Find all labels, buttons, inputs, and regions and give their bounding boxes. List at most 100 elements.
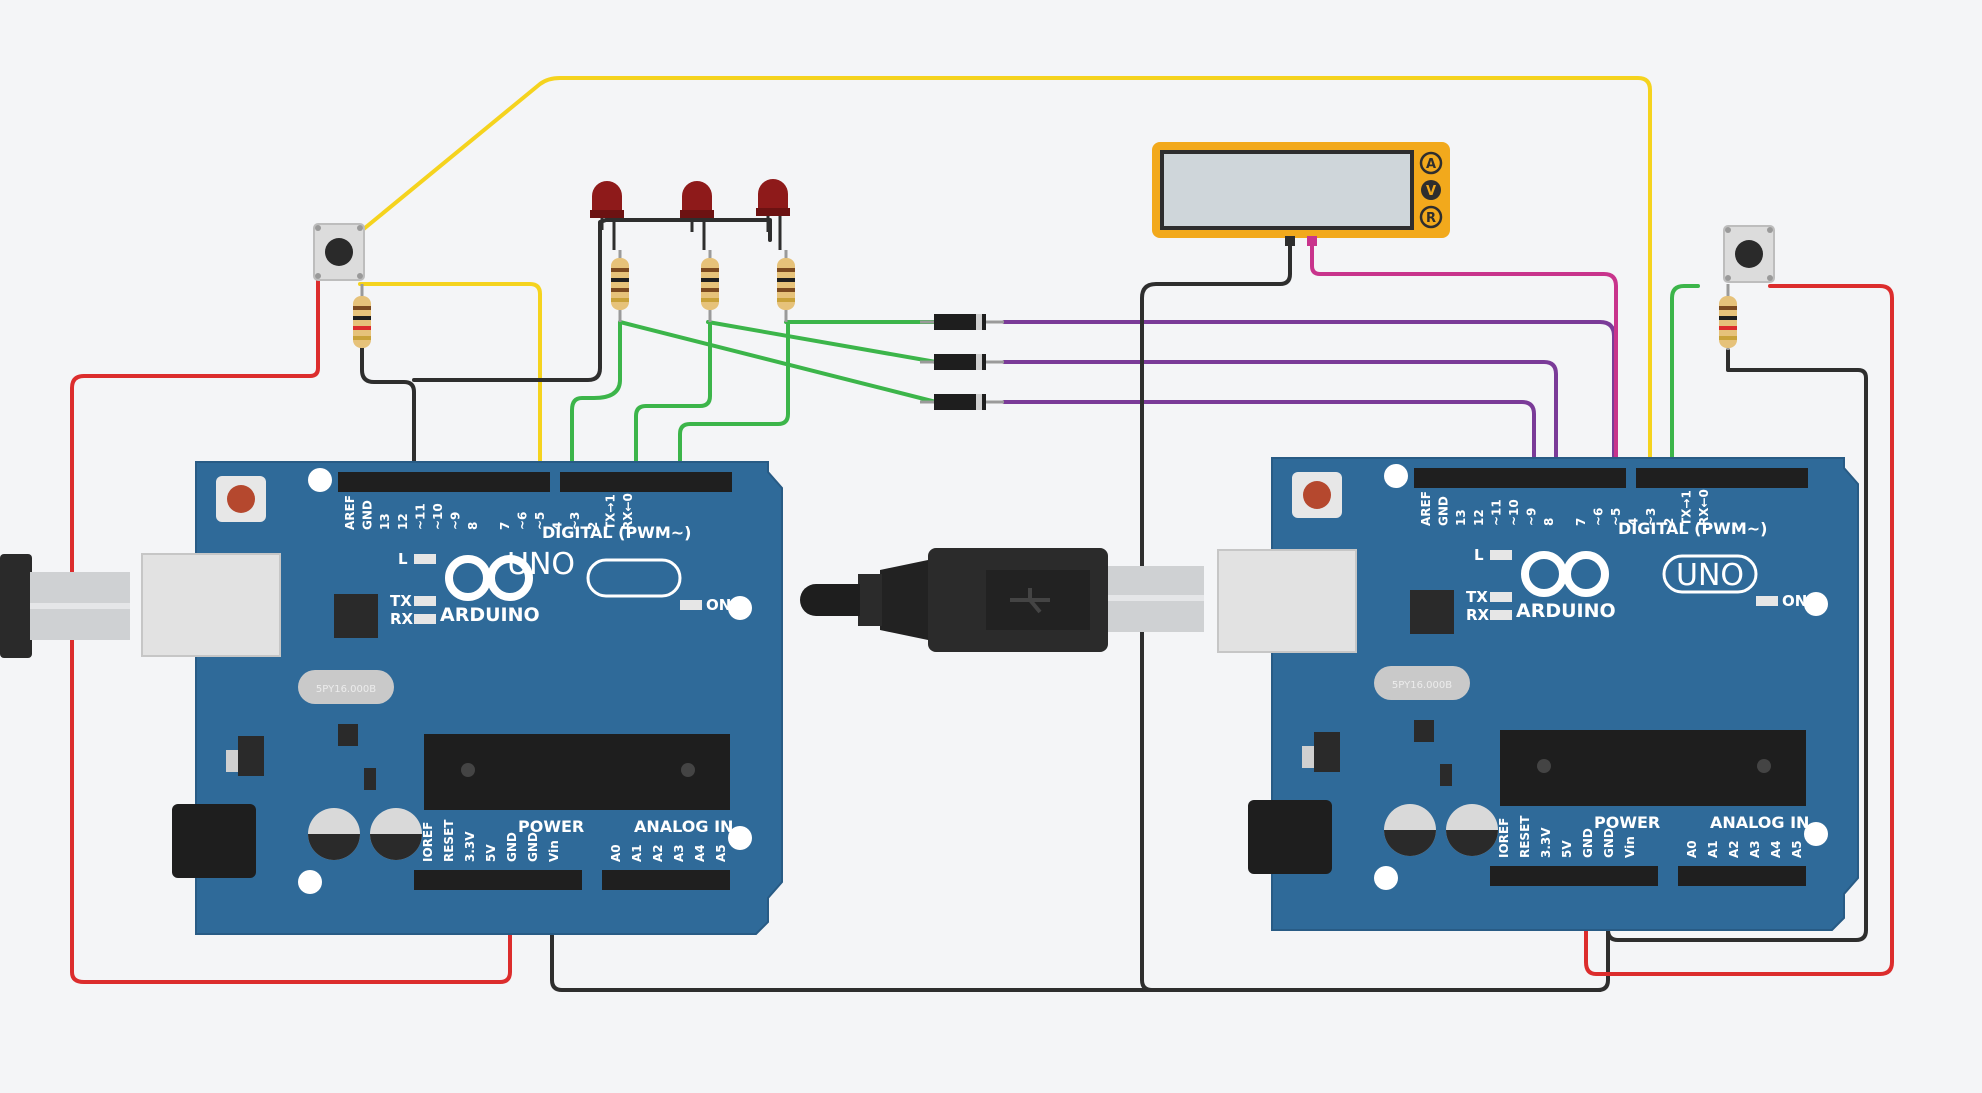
- multimeter-mode-v: V: [1426, 184, 1436, 199]
- board-right-pin-label: ~10: [1507, 499, 1521, 526]
- board-left-pin-label: A2: [651, 844, 665, 862]
- wire-green-pin7[interactable]: [570, 320, 622, 480]
- board-left-pin-label: ~11: [413, 503, 427, 530]
- usb-cable-left[interactable]: [0, 554, 130, 658]
- board-left-pin-label: ~6: [515, 512, 529, 530]
- led-1[interactable]: [590, 181, 624, 250]
- wire-purple-2[interactable]: [1002, 360, 1558, 480]
- arduino-board-left[interactable]: UNO ARDUINO DIGITAL (PWM~) POWER ANALOG …: [141, 461, 783, 935]
- wire-black-left-gnd[interactable]: [360, 346, 416, 480]
- board-right-brand: ARDUINO: [1516, 600, 1616, 622]
- wire-purple-3[interactable]: [1002, 400, 1536, 480]
- board-right-led-on: ON: [1782, 592, 1807, 610]
- board-left-pin-label: GND: [505, 832, 519, 862]
- board-right-pin-label: GND: [1437, 496, 1451, 526]
- board-right-pin-label: 7: [1574, 518, 1588, 526]
- board-left-pin-label: 12: [396, 513, 410, 530]
- diode-1[interactable]: [920, 314, 1004, 330]
- multimeter-positive-probe[interactable]: [1307, 236, 1317, 246]
- board-left-led-tx: TX: [390, 592, 412, 610]
- board-left-pin-label: ~10: [431, 503, 445, 530]
- resistor-button-left[interactable]: [353, 284, 371, 348]
- board-right-pin-label: IOREF: [1497, 818, 1511, 858]
- board-right-led-tx: TX: [1466, 588, 1488, 606]
- board-right-power-label: POWER: [1594, 813, 1660, 832]
- board-left-brand: ARDUINO: [440, 604, 540, 626]
- board-right-pin-label: ~3: [1644, 508, 1658, 526]
- board-right-pin-label: RX←0: [1697, 489, 1711, 526]
- board-right-pin-label: AREF: [1419, 491, 1433, 526]
- board-right-pin-label: TX→1: [1679, 490, 1693, 526]
- board-left-pin-label: TX→1: [603, 494, 617, 530]
- led-3[interactable]: [756, 179, 790, 250]
- resistor-led-3[interactable]: [777, 250, 795, 322]
- board-right-pin-label: 4: [1627, 518, 1641, 526]
- board-left-pin-label: 8: [466, 522, 480, 530]
- board-left-led-rx: RX: [390, 610, 414, 628]
- board-left-digital-label: DIGITAL (PWM~): [542, 523, 691, 542]
- wire-green-diode3[interactable]: [618, 320, 938, 404]
- multimeter-mode-selector[interactable]: A V R: [1419, 151, 1443, 229]
- board-right-pin-label: GND: [1602, 828, 1616, 858]
- board-left-pin-label: ~3: [568, 512, 582, 530]
- board-left-uno-label: UNO: [507, 547, 575, 582]
- wire-black-right-gnd[interactable]: [1606, 348, 1868, 942]
- led-2[interactable]: [680, 181, 714, 250]
- wire-green-right-btn[interactable]: [1670, 284, 1700, 480]
- pushbutton-right[interactable]: [1723, 225, 1775, 283]
- resistor-led-1[interactable]: [611, 250, 629, 322]
- board-left-pin-label: 5V: [484, 844, 498, 862]
- board-left-pin-label: GND: [361, 500, 375, 530]
- usb-cable-center[interactable]: [800, 548, 1204, 652]
- wire-black-gnd-link[interactable]: [550, 870, 1610, 992]
- wire-black-led-bus[interactable]: [604, 218, 772, 242]
- resistor-button-right[interactable]: [1719, 284, 1737, 350]
- board-right-pin-label: ~11: [1489, 499, 1503, 526]
- wire-green-pin2[interactable]: [678, 320, 790, 480]
- arduino-board-right[interactable]: UNO ARDUINO DIGITAL (PWM~) POWER ANALOG …: [1217, 457, 1859, 931]
- board-left-led-l: L: [398, 550, 408, 568]
- wire-black-meter[interactable]: [1140, 242, 1602, 992]
- board-right-pin-label: 8: [1542, 518, 1556, 526]
- board-left-led-on: ON: [706, 596, 731, 614]
- board-left-pin-label: 3.3V: [463, 831, 477, 862]
- multimeter-mode-r: R: [1426, 211, 1436, 226]
- wire-black-led-gnd[interactable]: [412, 218, 608, 382]
- multimeter-com-probe[interactable]: [1285, 236, 1295, 246]
- wire-yellow-pin8[interactable]: [358, 282, 542, 480]
- board-right-pin-label: 13: [1454, 509, 1468, 526]
- board-left-power-label: POWER: [518, 817, 584, 836]
- board-right-pin-label: A1: [1706, 840, 1720, 858]
- wire-green-diode2[interactable]: [706, 320, 938, 364]
- multimeter[interactable]: A V R: [1152, 142, 1450, 246]
- board-left-pin-label: AREF: [343, 495, 357, 530]
- wire-red-right[interactable]: [1584, 284, 1894, 976]
- board-left-analog-label: ANALOG IN: [634, 817, 733, 836]
- board-left-pin-label: A3: [672, 844, 686, 862]
- board-left-pin-label: RX←0: [621, 493, 635, 530]
- pushbutton-left[interactable]: [313, 223, 365, 281]
- board-left-pin-label: 13: [378, 513, 392, 530]
- board-right-led-l: L: [1474, 546, 1484, 564]
- wire-green-pin4[interactable]: [634, 320, 712, 480]
- wire-yellow-top[interactable]: [358, 76, 1652, 480]
- board-left-pin-label: 4: [551, 522, 565, 530]
- board-left-pin-label: A4: [693, 844, 707, 862]
- board-left-pin-label: ~9: [449, 512, 463, 530]
- multimeter-mode-a: A: [1426, 157, 1436, 172]
- wire-red-left[interactable]: [70, 270, 512, 984]
- board-left-pin-label: IOREF: [421, 822, 435, 862]
- board-right-analog-label: ANALOG IN: [1710, 813, 1809, 832]
- board-left-pin-label: 2: [586, 522, 600, 530]
- diode-2[interactable]: [920, 354, 1004, 370]
- board-right-crystal-label: 5PY16.000B: [1392, 680, 1452, 691]
- board-right-pin-label: ~6: [1591, 508, 1605, 526]
- board-right-pin-label: 5V: [1560, 840, 1574, 858]
- board-right-pin-label: 12: [1472, 509, 1486, 526]
- wire-magenta[interactable]: [1310, 242, 1618, 480]
- board-right-pin-label: 3.3V: [1539, 827, 1553, 858]
- diode-3[interactable]: [920, 394, 1004, 410]
- board-left-pin-label: GND: [526, 832, 540, 862]
- resistor-led-2[interactable]: [701, 250, 719, 322]
